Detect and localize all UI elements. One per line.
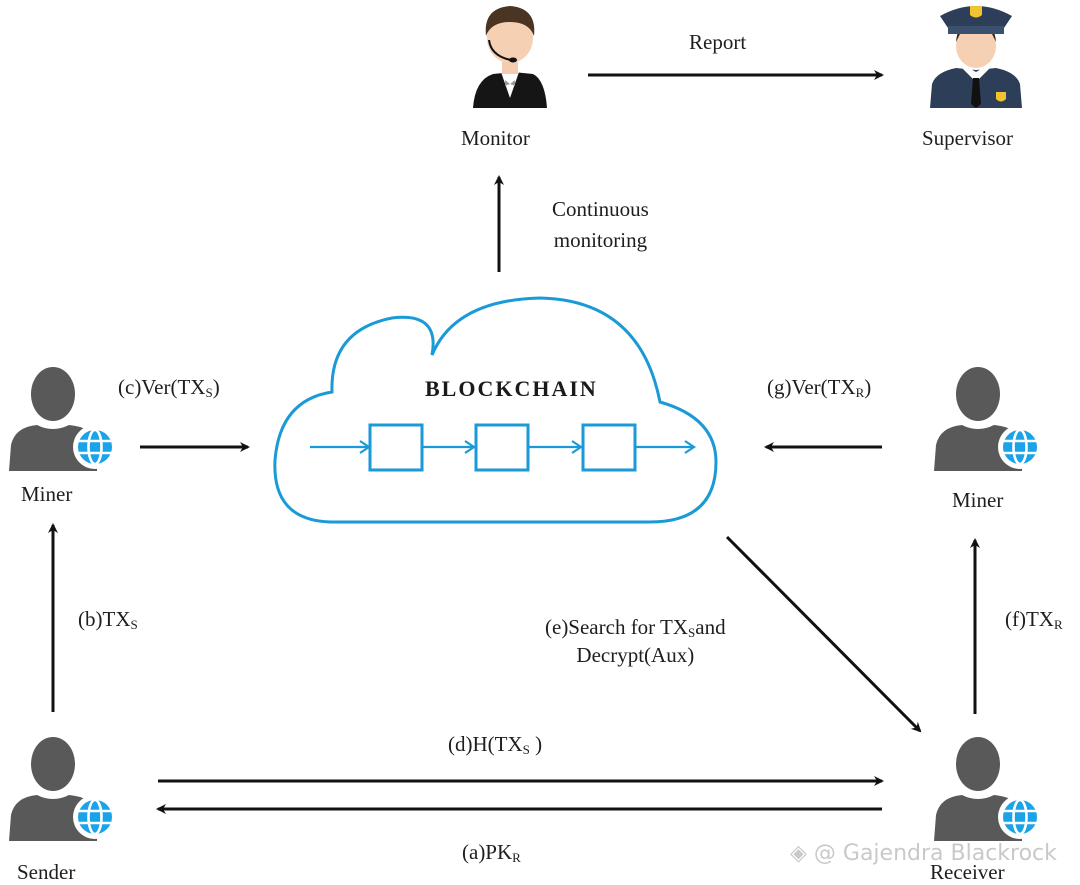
edge-b-label: (b)TXS [78,607,138,633]
edge-d-sub: S [522,742,530,757]
report-label: Report [689,30,747,54]
edge-e-arrow [725,535,922,733]
edge-c-sub: S [205,385,213,400]
edge-f-sub: R [1053,617,1063,632]
edge-e-line2: Decrypt(Aux) [576,642,695,667]
blockchain-cloud [273,296,718,524]
edge-e-line1: (e)Search for TXSand [545,615,726,641]
block-chain [310,423,696,472]
receiver-icon [932,737,1044,843]
edge-e-sub: S [688,625,696,640]
monitoring-label-line1: Continuous [552,197,649,221]
edge-g-sub: R [855,385,865,400]
monitoring-label-line2: monitoring [553,228,648,253]
edge-a-label: (a)PKR [462,840,521,866]
edge-d-label: (d)H(TXS ) [448,732,542,758]
edge-a-text: (a)PK [462,840,513,864]
edge-e-text: (e)Search for TX [545,615,689,639]
edge-g-text: (g)Ver(TX [767,375,856,399]
block [581,423,637,472]
edge-e-suffix: and [695,615,726,639]
miner-right-label: Miner [952,488,1004,512]
edge-b-text: (b)TX [78,607,131,631]
miner-left-icon [7,367,119,473]
edge-e-label: (e)Search for TXSand Decrypt(Aux) [545,615,726,668]
edge-a-sub: R [512,850,521,865]
edge-c-text: (c)Ver(TX [118,375,206,399]
edge-f-text: (f)TX [1005,607,1054,631]
edge-f-label: (f)TXR [1005,607,1063,633]
sender-icon [7,737,119,843]
edge-d-suffix: ) [529,732,543,756]
block [368,423,424,472]
blockchain-title: BLOCKCHAIN [425,376,598,401]
miner-right-icon [932,367,1044,473]
sender-label: Sender [17,860,76,884]
edge-c-suffix: ) [212,375,220,399]
monitoring-label: Continuous monitoring [552,197,649,253]
edge-b-sub: S [130,617,138,632]
watermark: ◈ @ Gajendra Blackrock [790,841,1057,866]
miner-left-label: Miner [21,482,73,506]
monitor-label: Monitor [461,126,530,150]
edge-g-label: (g)Ver(TXR) [767,375,871,401]
edge-c-label: (c)Ver(TXS) [118,375,220,401]
police-officer-icon [930,6,1022,108]
block [474,423,530,472]
edge-g-suffix: ) [864,375,872,399]
monitor-person-icon [473,6,547,108]
supervisor-label: Supervisor [922,126,1013,150]
edge-d-text: (d)H(TX [448,732,523,756]
